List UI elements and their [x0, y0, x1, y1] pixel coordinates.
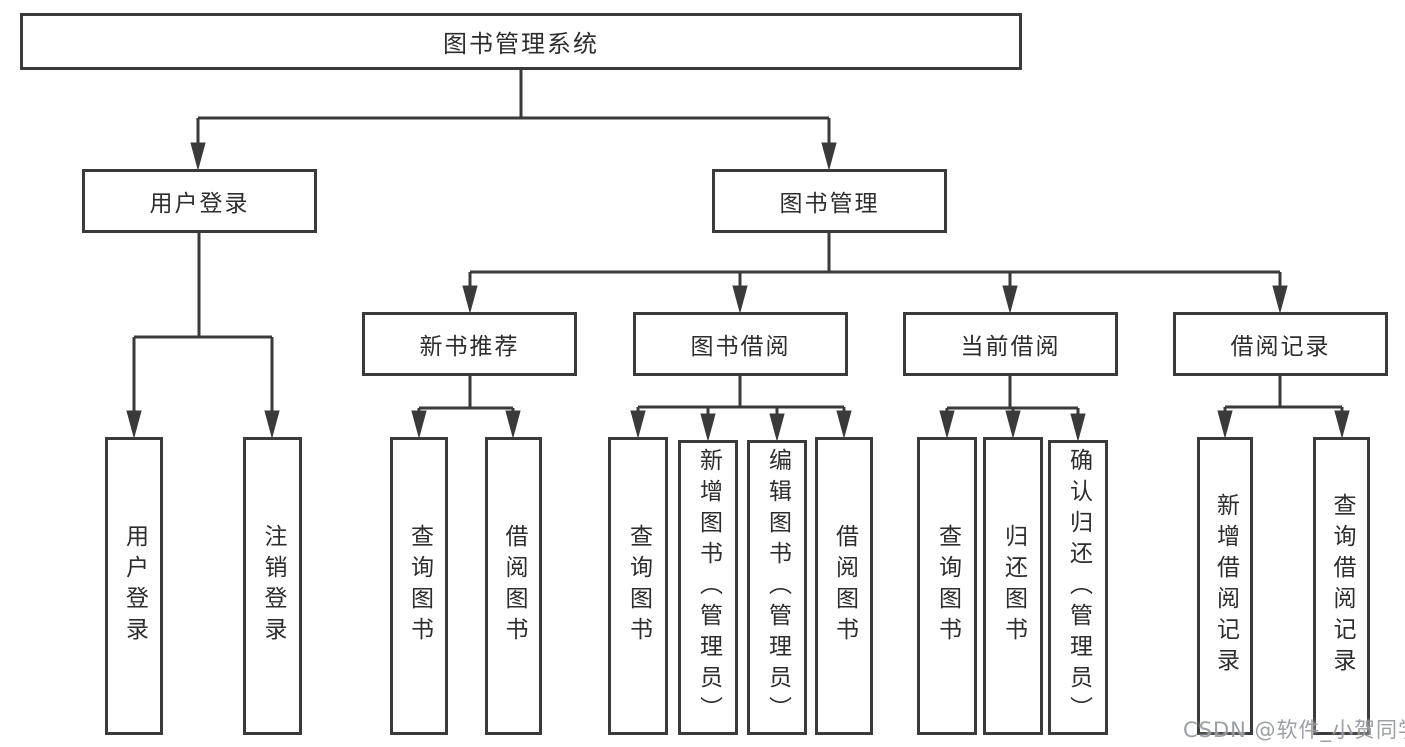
leaf-user-login: 用户登录 [105, 437, 163, 735]
node-label: 查询借阅记录 [1329, 493, 1355, 679]
leaf-add-borrow-record: 新增借阅记录 [1197, 437, 1253, 735]
node-book-management: 图书管理 [712, 169, 947, 233]
edge-current-borrow-to-leaves [939, 376, 1086, 442]
leaf-return-books: 归还图书 [983, 437, 1043, 735]
node-label: 借阅图书 [501, 524, 527, 648]
edge-new-book-recommend-to-leaves [411, 376, 521, 439]
node-label: 归还图书 [1000, 524, 1027, 648]
node-label: 新增图书（管理员） [695, 448, 722, 727]
edge-user-login-to-leaves [126, 233, 280, 439]
node-label: 查询图书 [406, 524, 433, 648]
node-label: 图书借阅 [690, 334, 791, 360]
edge-borrow-records-to-leaves [1217, 376, 1350, 439]
leaf-confirm-return-admin: 确认归还（管理员） [1048, 440, 1108, 735]
node-label: 查询图书 [934, 524, 961, 648]
node-label: 新增借阅记录 [1212, 493, 1239, 679]
leaf-borrow-books-2: 借阅图书 [815, 437, 873, 735]
node-label: 当前借阅 [960, 334, 1061, 360]
leaf-query-books-2: 查询图书 [608, 437, 668, 735]
edge-book-management-to-level3 [462, 233, 1288, 314]
node-label: 注销登录 [260, 524, 286, 648]
leaf-logout: 注销登录 [243, 437, 302, 735]
node-label: 借阅记录 [1230, 334, 1331, 360]
edge-root-to-level2 [190, 70, 837, 171]
node-new-book-recommend: 新书推荐 [362, 312, 577, 376]
leaf-add-books-admin: 新增图书（管理员） [678, 440, 738, 735]
node-label: 新书推荐 [419, 334, 520, 360]
node-label: 查询图书 [625, 524, 652, 648]
leaf-query-borrow-record: 查询借阅记录 [1313, 437, 1370, 735]
edge-book-borrow-to-leaves [630, 376, 852, 442]
leaf-query-books-1: 查询图书 [390, 437, 448, 735]
node-user-login: 用户登录 [82, 169, 317, 233]
node-label: 用户登录 [121, 524, 148, 648]
node-current-borrow: 当前借阅 [903, 312, 1118, 376]
leaf-query-books-3: 查询图书 [917, 437, 977, 735]
csdn-watermark: CSDN @软件_小贺同学 [1183, 718, 1405, 742]
leaf-edit-books-admin: 编辑图书（管理员） [747, 440, 807, 735]
node-borrow-records: 借阅记录 [1173, 312, 1388, 376]
node-label: 用户登录 [149, 191, 250, 217]
node-label: 图书管理 [779, 191, 880, 217]
node-label: 确认归还（管理员） [1065, 448, 1092, 727]
node-book-borrow: 图书借阅 [633, 312, 848, 376]
node-library-management-system: 图书管理系统 [20, 13, 1022, 70]
leaf-borrow-books-1: 借阅图书 [485, 437, 542, 735]
node-label: 编辑图书（管理员） [764, 448, 791, 727]
node-label: 图书管理系统 [443, 30, 599, 58]
node-label: 借阅图书 [831, 524, 858, 648]
